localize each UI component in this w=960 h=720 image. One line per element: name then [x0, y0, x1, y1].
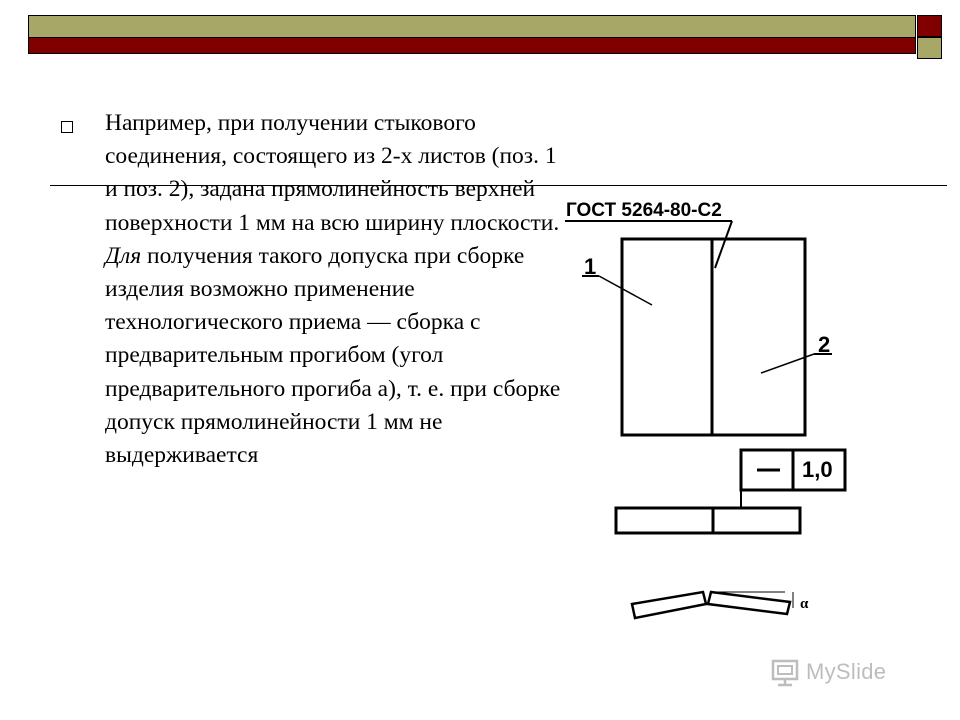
- header-olive-stripe: [28, 15, 916, 37]
- slide-body-text: Например, при получении стыкового соедин…: [105, 107, 565, 472]
- tolerance-value: 1,0: [802, 457, 833, 482]
- watermark: MySlide: [770, 655, 930, 687]
- body-text-italic: Для: [105, 242, 142, 269]
- gost-leader-line: [714, 220, 733, 269]
- position-1-leader: [598, 275, 653, 306]
- prebent-plate-right: [706, 590, 792, 616]
- prebent-plate-left: [630, 590, 708, 620]
- corner-square-olive: [917, 37, 942, 59]
- angle-label: α: [800, 596, 809, 612]
- divider-line: [50, 185, 947, 186]
- body-text-part1: Например, при получении стыкового соедин…: [105, 110, 560, 236]
- weld-joint-drawing: ГОСТ 5264-80-С2 1 2 1,0 α: [565, 200, 847, 620]
- watermark-text: MySlide: [806, 659, 887, 684]
- plates-side-view: [614, 506, 802, 535]
- body-text-part2: получения такого допуска при сборке изде…: [105, 242, 561, 469]
- header-bar: [28, 15, 916, 55]
- body-paragraph: Например, при получении стыкового соедин…: [105, 107, 565, 472]
- bullet-square-icon: [61, 121, 73, 133]
- myslide-logo-icon: [771, 659, 799, 687]
- header-maroon-stripe: [28, 37, 916, 54]
- gost-label: ГОСТ 5264-80-С2: [566, 200, 722, 221]
- corner-square-maroon: [917, 15, 942, 37]
- position-1-label: 1: [584, 254, 596, 279]
- position-2-label: 2: [818, 332, 830, 357]
- position-2-leader: [760, 353, 815, 374]
- header-corner-squares: [917, 15, 942, 59]
